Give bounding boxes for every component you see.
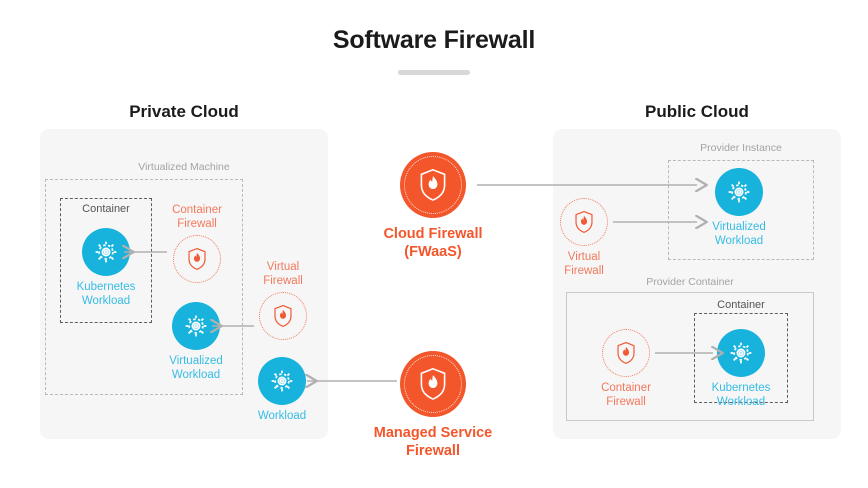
node-label: Virtual Firewall [263, 261, 303, 287]
virtualized-machine-box [45, 179, 243, 395]
node-kubernetes-workload-private: Kubernetes Workload [46, 228, 166, 308]
container-caption-public: Container [717, 299, 765, 311]
node-label: Virtualized Workload [169, 355, 223, 381]
provider-container-caption: Provider Container [646, 276, 734, 288]
shield-flame-icon [400, 152, 466, 218]
public-cloud-heading: Public Cloud [645, 102, 749, 121]
node-label: Virtual Firewall [564, 251, 604, 277]
provider-instance-box [668, 160, 814, 260]
node-kubernetes-workload-public: Kubernetes Workload [681, 329, 801, 409]
node-label: Managed Service Firewall [373, 425, 493, 459]
node-virtualized-workload-public: Virtualized Workload [679, 168, 799, 248]
provider-container-box [566, 292, 814, 421]
shield-flame-icon [602, 329, 650, 377]
container-box-public [694, 313, 788, 403]
container-box-private [60, 198, 152, 323]
title-divider [398, 70, 470, 75]
gear-icon [258, 357, 306, 405]
shield-flame-icon [259, 292, 307, 340]
node-container-firewall-public: Container Firewall [566, 329, 686, 409]
shield-flame-icon [400, 351, 466, 417]
node-virtual-firewall-private: Virtual Firewall [223, 260, 343, 340]
node-label: Cloud Firewall (FWaaS) [383, 226, 483, 260]
shield-flame-icon [173, 235, 221, 283]
node-container-firewall-private: Container Firewall [137, 203, 257, 283]
node-workload-private: Workload [222, 357, 342, 423]
node-label: Container Firewall [172, 204, 222, 230]
node-label: Workload [257, 410, 307, 422]
node-managed-service-firewall: Managed Service Firewall [353, 351, 513, 460]
node-cloud-firewall: Cloud Firewall (FWaaS) [353, 152, 513, 261]
container-caption-private: Container [82, 203, 130, 215]
node-label: Virtualized Workload [712, 221, 766, 247]
gear-icon [717, 329, 765, 377]
node-virtual-firewall-public: Virtual Firewall [524, 198, 644, 278]
provider-instance-caption: Provider Instance [700, 142, 782, 154]
gear-icon [715, 168, 763, 216]
gear-icon [82, 228, 130, 276]
page-title: Software Firewall [332, 26, 536, 54]
node-label: Kubernetes Workload [76, 281, 136, 307]
node-label: Container Firewall [601, 382, 651, 408]
shield-flame-icon [560, 198, 608, 246]
private-cloud-heading: Private Cloud [129, 102, 239, 121]
virtualized-machine-caption: Virtualized Machine [138, 161, 230, 173]
node-label: Kubernetes Workload [711, 382, 771, 408]
